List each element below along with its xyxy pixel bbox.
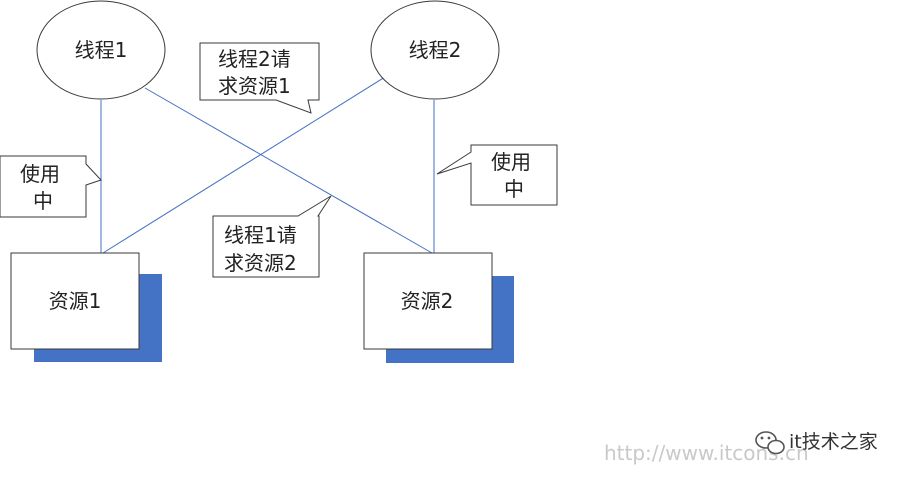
thread-ellipse (36, 0, 166, 100)
callout-thread1-requests-resource2: 线程1请 求资源2 (212, 195, 332, 278)
callout-shape (212, 195, 332, 278)
callout-line: 求资源1 (218, 74, 291, 98)
resource-node: 资源2 (363, 252, 514, 363)
resource-label: 资源2 (401, 289, 454, 313)
thread-label: 线程1 (75, 38, 128, 62)
thread-node: 线程2 (370, 0, 500, 100)
callout-line: 线程2请 (218, 47, 291, 71)
callout-line: 求资源2 (224, 251, 297, 275)
callout-in-use-right: 使用 中 (436, 144, 558, 206)
thread-node: 线程1 (36, 0, 166, 100)
wechat-icon (755, 431, 785, 455)
watermark-brand: it技术之家 (789, 431, 878, 453)
callout-line: 使用 (20, 162, 60, 186)
line-thread1-request-resource2 (144, 87, 433, 254)
callout-thread2-requests-resource1: 线程2请 求资源1 (199, 42, 320, 114)
callout-line: 中 (33, 189, 53, 213)
resource-box (10, 252, 140, 350)
line-thread2-request-resource1 (102, 71, 394, 254)
callout-shape (436, 144, 558, 206)
thread-label: 线程2 (409, 38, 462, 62)
callout-line: 中 (504, 177, 524, 201)
callout-shape (0, 155, 102, 218)
watermark: http://www.itcons.cn it技术之家 (604, 431, 878, 465)
resource-label: 资源1 (49, 289, 102, 313)
callout-line: 使用 (491, 150, 531, 174)
thread-ellipse (370, 0, 500, 100)
resource-box (363, 252, 493, 350)
resource-node: 资源1 (10, 252, 162, 362)
callout-line: 线程1请 (224, 223, 297, 247)
callout-shape (199, 42, 320, 114)
callout-in-use-left: 使用 中 (0, 155, 102, 218)
